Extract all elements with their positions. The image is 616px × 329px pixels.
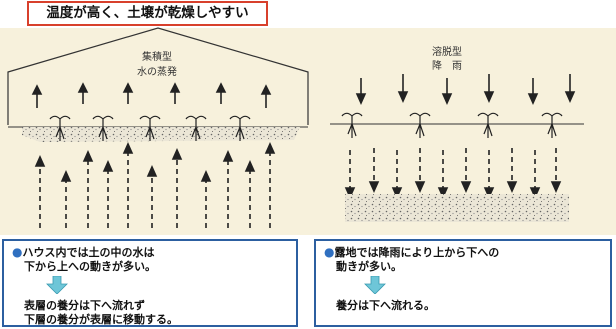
greenhouse-text-line-4: 下層の養分が表層に移動する。 (24, 313, 178, 326)
greenhouse-explanation-box: ●ハウス内では土の中の水は 下から上への動きが多い。 表層の養分は下へ流れず 下… (2, 239, 298, 327)
down-arrow-icon (46, 275, 68, 295)
open-field-effect-label: 降 雨 (432, 59, 462, 72)
rain-arrows (355, 74, 576, 105)
page-title: 温度が高く、土壌が乾燥しやすい (27, 1, 268, 26)
open-field-explanation-box: ●露地では降雨により上から下への 動きが多い。 養分は下へ流れる。 (314, 239, 612, 327)
greenhouse-type-label: 集積型 (142, 50, 172, 63)
open-field-text-line-2: 動きが多い。 (336, 260, 402, 273)
open-field-deep-soil (345, 194, 569, 222)
open-field-text-line-1: 露地では降雨により上から下への (334, 246, 500, 259)
open-field-plants (341, 112, 563, 138)
greenhouse-plants (49, 115, 251, 141)
open-field-text-line-3: 養分は下へ流れる。 (336, 299, 435, 312)
greenhouse-outline (7, 27, 309, 125)
soil-water-diagram: 集積型 水の蒸発 溶脱型 降 雨 (0, 27, 616, 235)
leaching-arrows (344, 148, 562, 199)
open-field-type-label: 溶脱型 (432, 45, 462, 58)
greenhouse-text-line-3: 表層の養分は下へ流れず (24, 299, 145, 312)
greenhouse-text-line-2: 下から上への動きが多い。 (24, 260, 156, 273)
evaporation-arrows (31, 82, 272, 108)
greenhouse-text-line-1: ハウス内では土の中の水は (22, 246, 155, 259)
bullet-icon: ● (12, 245, 23, 259)
capillary-rise-arrows (34, 142, 276, 228)
greenhouse-surface-soil (22, 127, 300, 142)
greenhouse-effect-label: 水の蒸発 (137, 65, 177, 78)
down-arrow-icon (364, 275, 386, 295)
bullet-icon: ● (324, 245, 335, 259)
